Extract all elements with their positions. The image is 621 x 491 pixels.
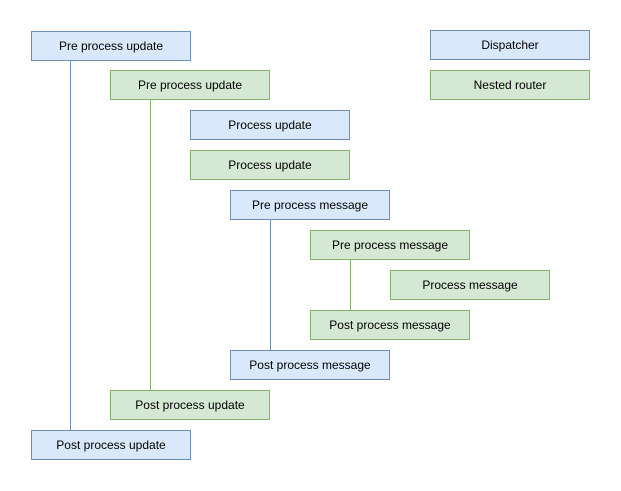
node-label: Post process update — [56, 438, 166, 452]
node-label: Nested router — [473, 78, 547, 92]
dispatcher-pre-process-update-node: Pre process update — [31, 31, 191, 61]
router-process-update-node: Process update — [190, 150, 350, 180]
dispatcher-update-span-connector — [70, 61, 71, 430]
dispatcher-pre-process-message-node: Pre process message — [230, 190, 390, 220]
node-label: Post process message — [249, 358, 371, 372]
router-post-process-message-node: Post process message — [310, 310, 470, 340]
node-label: Pre process message — [251, 198, 369, 212]
node-label: Pre process message — [331, 238, 449, 252]
node-label: Process message — [422, 278, 518, 292]
node-label: Pre process update — [137, 78, 243, 92]
router-pre-process-update-node: Pre process update — [110, 70, 270, 100]
dispatcher-post-process-update-node: Post process update — [31, 430, 191, 460]
node-label: Post process update — [135, 398, 245, 412]
router-message-span-connector — [350, 260, 351, 310]
router-post-process-update-node: Post process update — [110, 390, 270, 420]
legend-dispatcher-node: Dispatcher — [430, 30, 590, 60]
dispatcher-message-span-connector — [270, 220, 271, 350]
dispatcher-process-update-node: Process update — [190, 110, 350, 140]
node-label: Process update — [228, 118, 312, 132]
dispatcher-post-process-message-node: Post process message — [230, 350, 390, 380]
node-label: Dispatcher — [481, 38, 539, 52]
router-update-span-connector — [150, 100, 151, 390]
legend-nested-router-node: Nested router — [430, 70, 590, 100]
node-label: Pre process update — [58, 39, 164, 53]
router-pre-process-message-node: Pre process message — [310, 230, 470, 260]
node-label: Process update — [228, 158, 312, 172]
node-label: Post process message — [329, 318, 451, 332]
router-process-message-node: Process message — [390, 270, 550, 300]
